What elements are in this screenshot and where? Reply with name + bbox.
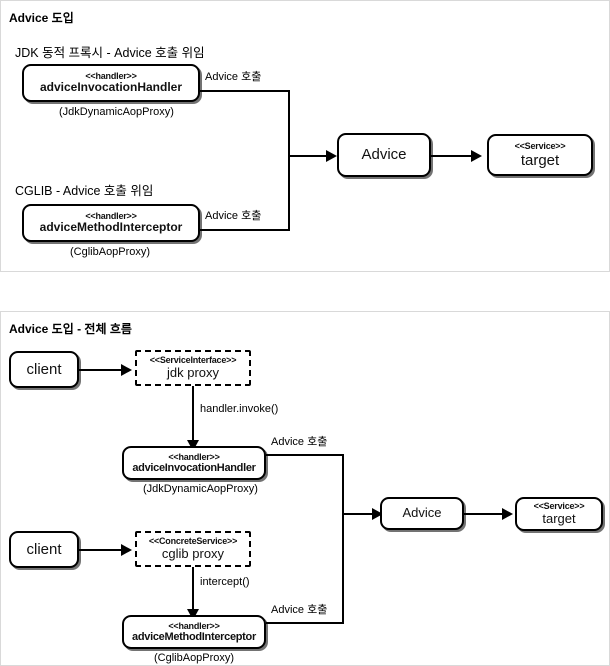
connector-jdk-horizontal [200,90,290,92]
node-target[interactable]: <<Service>> target [487,134,593,176]
node-label: jdk proxy [166,364,220,380]
section-label-jdk: JDK 동적 프록시 - Advice 호출 위임 [15,46,205,60]
arrow-client-to-cglib-proxy-icon [121,544,132,556]
node-stereotype: <<handler>> [168,451,220,462]
arrow-jdk-proxy-to-handler-icon [187,440,199,451]
node-stereotype: <<handler>> [85,210,137,221]
node-label: target [542,510,576,526]
node-jdk-proxy[interactable]: <<ServiceInterface>> jdk proxy [135,350,251,386]
node-label: client [26,360,62,378]
section-label-cglib: CGLIB - Advice 호출 위임 [15,184,154,198]
node-label: adviceMethodInterceptor [39,220,183,235]
node-stereotype: <<Service>> [533,501,585,512]
node-cglib-proxy[interactable]: <<ConcreteService>> cglib proxy [135,531,251,567]
node-label: client [26,540,62,558]
connector-interceptor-horizontal [266,622,344,624]
connector-to-advice [288,155,328,157]
node-advice-method-interceptor[interactable]: <<handler>> adviceMethodInterceptor [22,204,200,242]
connector-merge-vertical [288,90,290,231]
edge-label-jdk-advice-call: Advice 호출 [205,71,262,83]
panel-title: Advice 도입 - 전체 흐름 [9,322,132,336]
node-label: adviceInvocationHandler [39,80,183,95]
caption-jdk-dynamic-aop-proxy: (JdkDynamicAopProxy) [143,483,258,495]
arrow-cglib-proxy-to-interceptor-icon [187,609,199,620]
node-stereotype: <<Service>> [514,141,566,152]
caption-cglib-aop-proxy: (CglibAopProxy) [70,246,151,258]
connector-client-to-jdk-proxy [79,369,123,371]
caption-cglib-aop-proxy: (CglibAopProxy) [154,652,235,664]
connector-advice-to-target [464,513,504,515]
node-advice-invocation-handler[interactable]: <<handler>> adviceInvocationHandler [122,446,266,480]
node-stereotype: <<ServiceInterface>> [149,355,237,366]
node-client-jdk[interactable]: client [9,351,79,388]
connector-handler-horizontal [266,454,344,456]
panel-title: Advice 도입 [9,11,74,25]
edge-label-interceptor-advice-call: Advice 호출 [271,604,328,616]
node-advice[interactable]: Advice [337,133,431,177]
connector-client-to-cglib-proxy [79,549,123,551]
node-label: adviceInvocationHandler [132,461,256,474]
edge-label-handler-invoke: handler.invoke() [200,403,279,415]
node-stereotype: <<ConcreteService>> [148,536,238,547]
node-stereotype: <<handler>> [85,70,137,81]
arrow-client-to-jdk-proxy-icon [121,364,132,376]
node-label: Advice [361,146,407,164]
node-label: adviceMethodInterceptor [132,630,256,643]
panel-advice-flow: Advice 도입 - 전체 흐름 client <<ServiceInterf… [0,311,610,666]
arrow-to-target-icon [502,508,513,520]
connector-merge-vertical [342,454,344,624]
node-label: target [520,151,560,169]
edge-label-cglib-advice-call: Advice 호출 [205,210,262,222]
node-advice-invocation-handler[interactable]: <<handler>> adviceInvocationHandler [22,64,200,102]
node-advice[interactable]: Advice [380,497,464,530]
node-advice-method-interceptor[interactable]: <<handler>> adviceMethodInterceptor [122,615,266,649]
node-stereotype: <<handler>> [168,620,220,631]
connector-to-advice [342,513,374,515]
arrow-to-target-icon [471,150,482,162]
panel-advice-intro: Advice 도입 JDK 동적 프록시 - Advice 호출 위임 <<ha… [0,0,610,272]
caption-jdk-dynamic-aop-proxy: (JdkDynamicAopProxy) [59,106,174,118]
node-label: Advice [402,505,442,521]
edge-label-handler-advice-call: Advice 호출 [271,436,328,448]
node-client-cglib[interactable]: client [9,531,79,568]
node-label: cglib proxy [161,545,225,561]
arrow-to-advice-icon [372,508,383,520]
connector-cglib-horizontal [200,229,290,231]
connector-jdk-proxy-to-handler [192,386,194,442]
connector-advice-to-target [431,155,473,157]
edge-label-intercept: intercept() [200,576,250,588]
connector-cglib-proxy-to-interceptor [192,567,194,611]
node-target[interactable]: <<Service>> target [515,497,603,531]
arrow-to-advice-icon [326,150,337,162]
